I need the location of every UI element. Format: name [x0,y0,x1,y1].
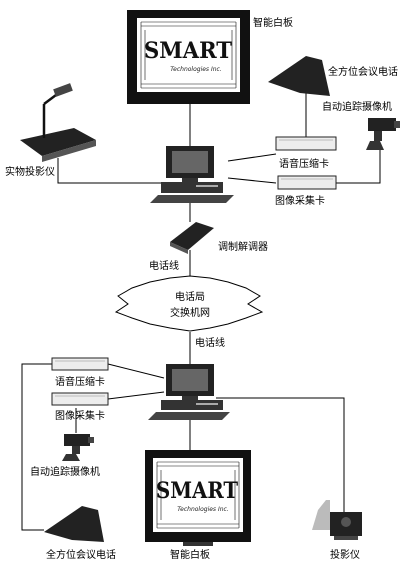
modem-body [170,222,214,250]
top-tracking-camera: 自动追踪摄像机 [322,100,400,150]
bottom-image-card: 图像采集卡 [51,392,109,422]
bottom-conference-phone: 全方位会议电话 [44,506,116,561]
tracking-camera-lens [394,121,400,128]
bottom-computer-drive [196,403,218,405]
top-image-card-label: 图像采集卡 [275,194,325,207]
bottom-projector: 投影仪 [312,500,362,561]
voice-card-board [275,136,337,151]
top-computer-case [161,182,223,193]
top-document-camera: 实物投影仪 [5,83,96,178]
modem: 调制解调器 [170,222,268,254]
bottom-whiteboard: SMART Technologies Inc. 智能白板 [145,450,251,561]
bottom-computer [148,364,230,420]
document-camera-head [53,83,73,97]
modem-label: 调制解调器 [218,240,268,253]
bottom-conference-phone-label: 全方位会议电话 [46,548,116,561]
tracking-camera-mount [374,131,382,141]
top-whiteboard: SMART Technologies Inc. 智能白板 [127,10,293,104]
projector-base [334,536,358,540]
tracking-camera-body [64,434,90,446]
whiteboard-brand-subtitle: Technologies Inc. [177,506,229,513]
conference-phone-body [268,56,330,96]
top-tracking-camera-label: 自动追踪摄像机 [322,100,392,113]
bottom-voice-card: 语音压缩卡 [51,357,109,388]
whiteboard-screen-lines [140,21,237,89]
image-card-board [277,175,337,190]
bottom-computer-keyboard [148,412,230,420]
telephone-exchange: 电话局 交换机网 [114,275,264,332]
tracking-camera-body [368,118,396,131]
top-computer-drive [196,185,218,187]
top-whiteboard-label: 智能白板 [253,16,293,29]
top-computer-keyboard [150,195,234,203]
whiteboard-screen-lines [156,461,240,529]
tracking-camera-base [366,141,384,150]
bottom-image-card-label: 图像采集卡 [55,409,105,422]
conference-phone-body [44,506,104,542]
whiteboard-stand [183,542,213,546]
tracking-camera-mount [72,446,80,454]
exchange-label-line2: 交换机网 [170,306,210,319]
whiteboard-screen [137,18,240,92]
bottom-computer-case [161,400,223,410]
tracking-camera-lens [88,437,94,443]
exchange-cloud [114,275,264,332]
top-computer-screen [172,151,208,173]
whiteboard-brand-logo: SMART [144,38,233,64]
whiteboard-brand-subtitle: Technologies Inc. [170,66,222,73]
bottom-tracking-camera: 自动追踪摄像机 [30,434,100,478]
whiteboard-brand-logo: SMART [156,478,239,504]
whiteboard-screen [153,458,243,532]
phone-line-bottom-label: 电话线 [195,336,225,349]
top-conference-phone: 全方位会议电话 [268,56,398,96]
projector-label: 投影仪 [330,548,360,561]
bottom-computer-screen [172,369,208,391]
document-camera-base [20,128,96,156]
top-computer-stand [182,178,198,182]
document-camera-label: 实物投影仪 [5,165,55,178]
projector-light-beam [312,500,330,530]
top-voice-card-label: 语音压缩卡 [279,157,329,170]
top-voice-card: 语音压缩卡 [275,136,337,170]
bottom-whiteboard-label: 智能白板 [170,548,210,561]
voice-card-board [51,357,109,371]
bottom-computer-stand [182,396,198,400]
projector-lens [341,517,351,527]
phone-line-top-label: 电话线 [149,259,179,272]
document-camera-base-side [42,140,96,162]
connection-wires [21,93,381,531]
exchange-label-line1: 电话局 [175,290,205,303]
image-card-board [51,392,109,406]
tracking-camera-base [62,454,80,461]
top-conference-phone-label: 全方位会议电话 [328,65,398,78]
top-image-card: 图像采集卡 [275,175,337,207]
top-computer [150,146,234,203]
bottom-voice-card-label: 语音压缩卡 [55,375,105,388]
bottom-tracking-camera-label: 自动追踪摄像机 [30,465,100,478]
